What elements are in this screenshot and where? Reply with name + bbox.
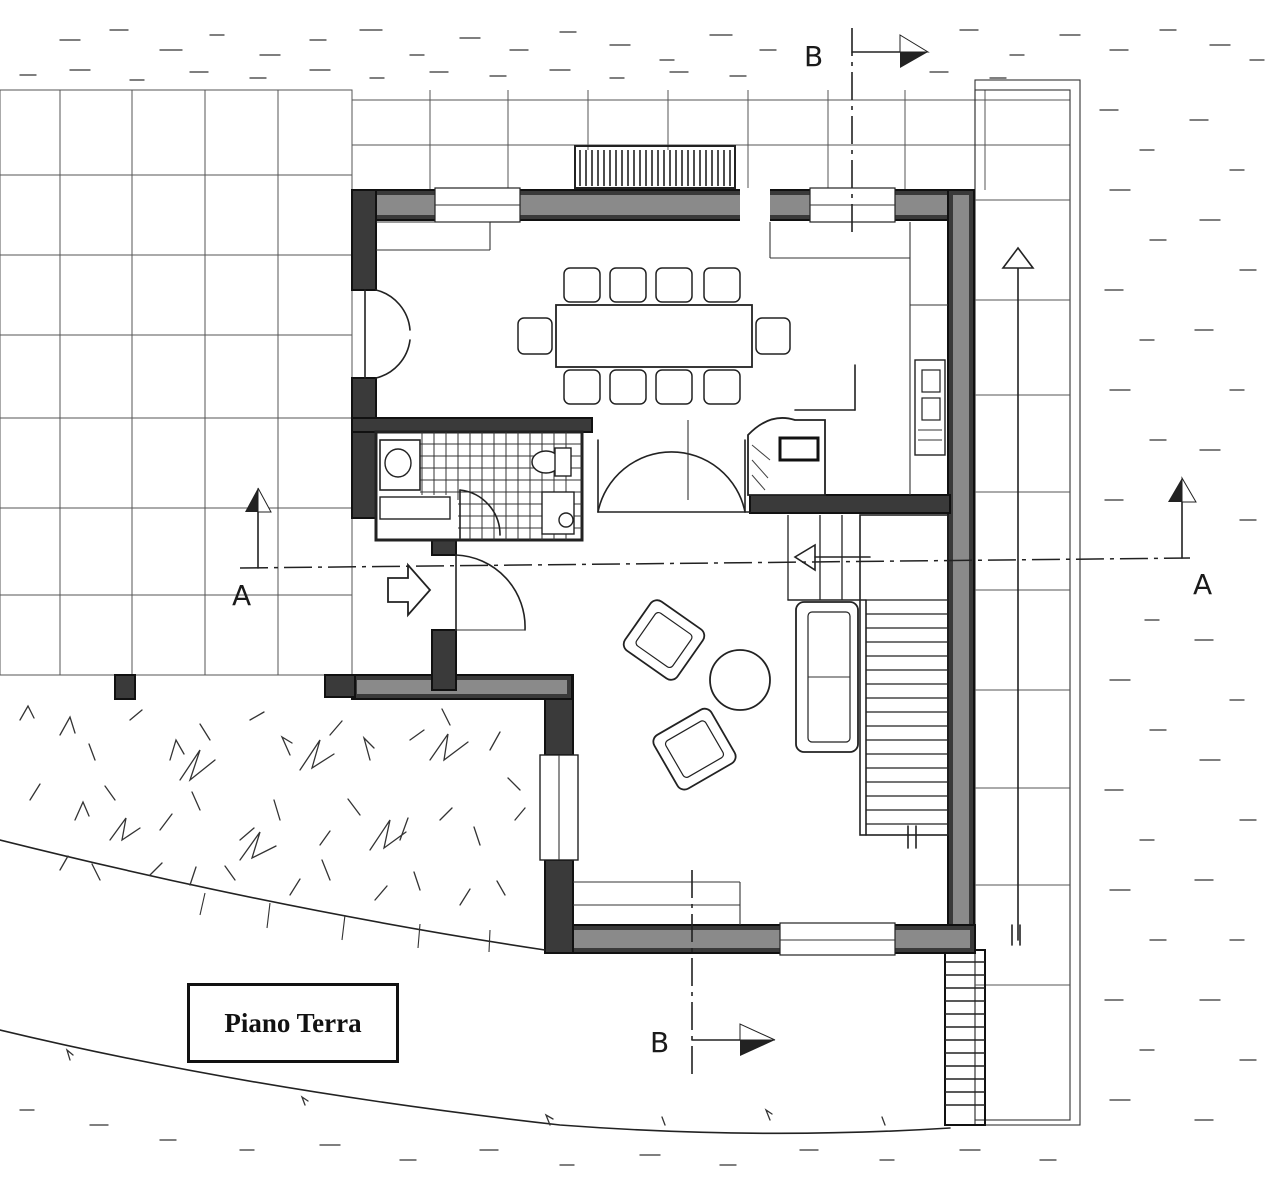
main-entrance [387, 554, 526, 631]
top-terrace-tiles [352, 90, 1070, 190]
right-terrace-tiles [974, 79, 1081, 1126]
staircase [787, 514, 949, 849]
section-a-left-label: A [232, 579, 251, 612]
bathroom [374, 430, 584, 542]
bath-door [459, 489, 501, 539]
left-terrace-tiles [0, 89, 353, 676]
section-a-right-label: A [1193, 568, 1212, 601]
section-line-a [239, 476, 1197, 569]
fireplace [747, 417, 826, 496]
kitchen-counters [376, 221, 948, 495]
plan-title: Piano Terra [187, 983, 399, 1063]
section-b-bottom-label: B [650, 1026, 669, 1059]
landscape-marks [19, 29, 1265, 1166]
dining-chairs [517, 267, 791, 405]
side-double-door [364, 289, 411, 379]
exterior-walls [114, 187, 976, 956]
section-line-b [691, 28, 930, 1080]
section-b-top-label: B [804, 40, 823, 73]
living-furniture [622, 599, 859, 791]
garden-vegetation [0, 704, 951, 1135]
dining-table [517, 267, 791, 405]
top-vent-hatching [579, 150, 731, 186]
exterior-steps [944, 949, 986, 1126]
living-lower-counter [573, 881, 741, 925]
dining-living-opening [597, 420, 751, 513]
bathroom-tiles [420, 432, 582, 540]
